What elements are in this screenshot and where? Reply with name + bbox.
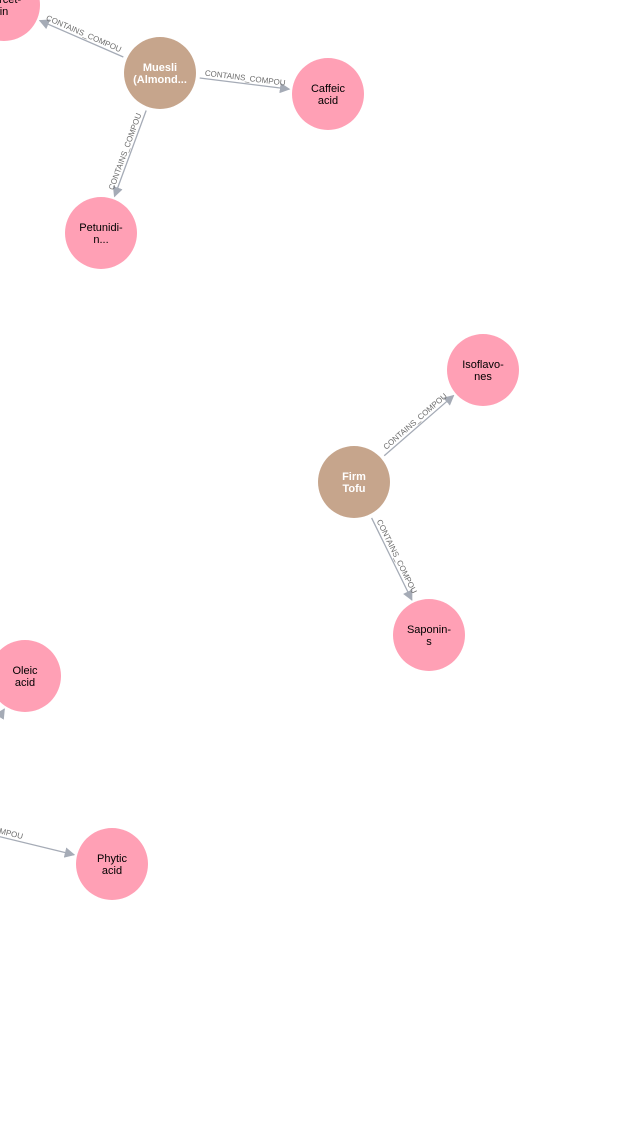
edge-line[interactable] — [112, 110, 147, 198]
compound-node-circle[interactable] — [65, 197, 137, 269]
edge-line[interactable] — [0, 810, 76, 858]
compound-node-circle[interactable] — [0, 0, 40, 41]
edge-line[interactable] — [371, 517, 413, 601]
node-petunidin[interactable]: Petunidi-n... — [65, 197, 137, 269]
node-muesli[interactable]: Muesli(Almond... — [124, 37, 196, 109]
edges-layer: CONTAINS_COMPOU CONTAINS_COMPOU CONTAINS_C… — [0, 13, 455, 858]
edge-label: CONTAINS_COMPOU — [0, 813, 24, 841]
edge-label: CONTAINS_COMPOU — [375, 518, 419, 595]
compound-node-circle[interactable] — [447, 334, 519, 406]
edge-muesli-caffeic[interactable]: CONTAINS_COMPOU — [199, 69, 291, 94]
edge-muesli-petunidin[interactable]: CONTAINS_COMPOU — [107, 110, 147, 198]
node-quercetin[interactable]: uercet-in — [0, 0, 40, 41]
compound-node-circle[interactable] — [393, 599, 465, 671]
node-isoflavones[interactable]: Isoflavo-nes — [447, 334, 519, 406]
edge-line[interactable] — [38, 19, 124, 58]
edge-label: CONTAINS_COMPOU — [204, 69, 286, 88]
edge-firm_tofu-isoflavones[interactable]: CONTAINS_COMPOU — [382, 391, 455, 457]
edge-line[interactable] — [383, 394, 455, 457]
nodes-layer: Muesli(Almond... CaffeicacidPetunidi-n...… — [0, 0, 519, 900]
edge-muesli-quercetin[interactable]: CONTAINS_COMPOU — [38, 13, 124, 58]
edge-offscreen_a-oleic[interactable] — [0, 708, 5, 740]
edge-offscreen_b-phytic[interactable]: CONTAINS_COMPOU — [0, 810, 76, 858]
food-node-circle[interactable] — [124, 37, 196, 109]
node-saponins[interactable]: Saponin-s — [393, 599, 465, 671]
edge-line[interactable] — [0, 708, 5, 740]
edge-line[interactable] — [199, 77, 291, 94]
compound-node-circle[interactable] — [76, 828, 148, 900]
edge-firm_tofu-saponins[interactable]: CONTAINS_COMPOU — [371, 517, 419, 601]
compound-node-circle[interactable] — [292, 58, 364, 130]
edge-label: CONTAINS_COMPOU — [45, 13, 123, 54]
edge-label: CONTAINS_COMPOU — [382, 391, 449, 451]
compound-node-circle[interactable] — [0, 640, 61, 712]
edge-label: CONTAINS_COMPOU — [107, 112, 144, 191]
food-node-circle[interactable] — [318, 446, 390, 518]
